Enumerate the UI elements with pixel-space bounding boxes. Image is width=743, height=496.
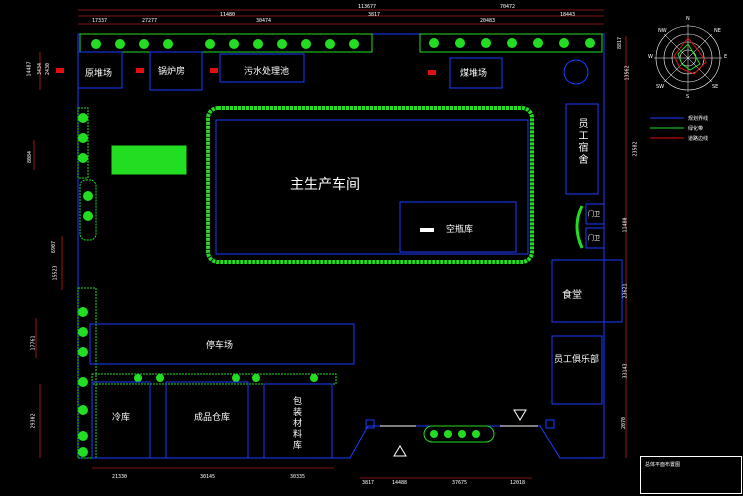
label-guard-1: 门卫 (588, 211, 601, 218)
legend-lines (650, 117, 684, 139)
label-guard-2: 门卫 (588, 235, 601, 242)
dim-top-5: 3817 (368, 12, 381, 18)
compass-nw: NW (658, 28, 667, 34)
dim-left-0: 14487 (26, 61, 33, 77)
label-canteen: 食堂 (562, 290, 582, 301)
dim-bottom-3: 3817 (362, 480, 375, 486)
dim-left-4: 6907 (51, 240, 58, 254)
compass-rose (654, 24, 722, 92)
dim-right-1: 13562 (624, 65, 631, 81)
dim-left-1: 3434 (37, 62, 44, 76)
label-boiler-room: 锅炉房 (158, 67, 186, 77)
dim-left-2: 2430 (45, 62, 52, 76)
dim-right-4: 23621 (622, 283, 629, 299)
label-coal-yard: 煤堆场 (460, 69, 488, 79)
dim-top-4: 113677 (358, 4, 377, 10)
dim-top-1: 27277 (142, 18, 158, 24)
dim-top-3: 30474 (256, 18, 272, 24)
dim-bottom-5: 37675 (452, 480, 468, 486)
legend-item-1: 绿化带 (688, 126, 704, 132)
dim-bottom-6: 12018 (510, 480, 526, 486)
compass-sw: SW (656, 84, 665, 90)
compass-s: S (686, 94, 690, 100)
label-sewage-plant: 污水处理池 (244, 67, 290, 77)
dim-right-5: 33143 (622, 363, 629, 379)
compass-ne: NE (714, 28, 721, 34)
dim-top-6: 70472 (500, 4, 516, 10)
dim-left-6: 17761 (30, 335, 37, 351)
dim-top-0: 17337 (92, 18, 108, 24)
dim-left-5: 15523 (52, 265, 59, 281)
compass-n: N (686, 16, 690, 22)
compass-e: E (724, 54, 728, 60)
dim-top-2: 11480 (220, 12, 236, 18)
title-block: 总体平面布置图 (640, 456, 742, 494)
dim-bottom-0: 21330 (112, 474, 128, 480)
legend-item-2: 道路边线 (688, 136, 709, 142)
label-staff-dorm: 员工宿舍 (576, 118, 587, 166)
dim-right-0: 8817 (617, 36, 624, 50)
dim-right-6: 2070 (621, 416, 628, 430)
dim-top-8: 18443 (560, 12, 576, 18)
dim-left-7: 29302 (30, 413, 37, 429)
dim-bottom-4: 14488 (392, 480, 408, 486)
gates (380, 409, 538, 457)
label-finished-goods: 成品仓库 (194, 413, 231, 423)
label-staff-club: 员工俱乐部 (554, 355, 600, 365)
dim-right-3: 11480 (622, 217, 629, 233)
dimension-lines (33, 9, 627, 479)
buildings (77, 51, 623, 459)
label-main-workshop: 主生产车间 (290, 177, 360, 193)
markers (56, 68, 436, 75)
label-packaging: 包装材料库 (291, 396, 301, 451)
label-empty-warehouse: 空瓶库 (446, 225, 474, 235)
dim-right-2: 23582 (632, 141, 639, 157)
site-boundary (77, 33, 605, 459)
label-parking: 停车场 (206, 341, 234, 351)
label-storage-yard: 原堆场 (85, 69, 113, 79)
greenery (77, 33, 603, 459)
title-block-name: 总体平面布置图 (645, 462, 681, 468)
dim-top-7: 20483 (480, 18, 496, 24)
compass-w: W (648, 54, 653, 60)
legend-item-0: 规划界线 (688, 116, 709, 122)
compass-se: SE (712, 84, 719, 90)
dim-left-3: 8084 (27, 150, 34, 164)
dim-bottom-2: 30335 (290, 474, 306, 480)
dim-bottom-1: 30145 (200, 474, 216, 480)
label-cold-storage: 冷库 (112, 413, 131, 423)
